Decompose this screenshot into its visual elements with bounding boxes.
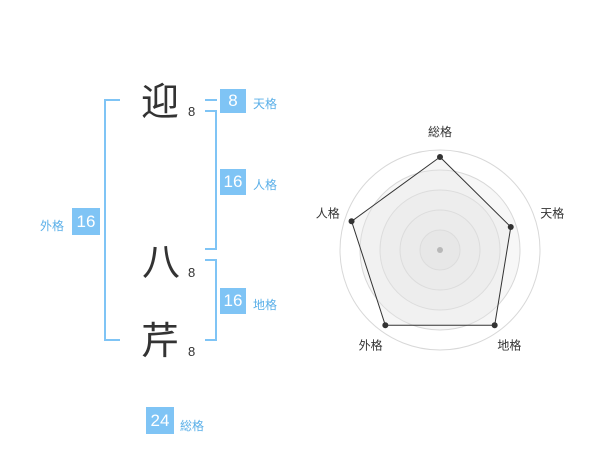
chikaku-bracket (205, 259, 217, 341)
radar-center (437, 247, 443, 253)
gaikaku-label: 外格 (40, 219, 65, 233)
tenkaku-bracket (205, 99, 217, 101)
radar-point (491, 322, 498, 329)
radar-point (382, 322, 389, 329)
jinkaku-value: 16 (220, 169, 246, 195)
name-char-2: 八 (142, 240, 181, 284)
chikaku-label: 地格 (253, 298, 278, 312)
radar-axis-label: 地格 (497, 337, 521, 352)
name-char-3: 芹 (141, 319, 180, 363)
soukaku-value: 24 (146, 407, 174, 434)
jinkaku-label: 人格 (253, 178, 278, 192)
name-char-1: 迎 (141, 80, 180, 124)
gaikaku-bracket (104, 99, 120, 341)
jinkaku-bracket (205, 110, 217, 250)
radar-point (348, 218, 355, 225)
tenkaku-label: 天格 (253, 97, 278, 111)
radar-shape (351, 156, 512, 326)
stroke-count-3: 8 (188, 344, 196, 359)
radar-point (507, 224, 514, 231)
radar-axis-label: 総格 (428, 124, 452, 139)
radar-axis-label: 人格 (316, 206, 340, 221)
stroke-count-2: 8 (188, 265, 196, 280)
chikaku-value: 16 (220, 288, 246, 314)
radar-axis-label: 外格 (359, 337, 383, 352)
radar-point (437, 154, 443, 160)
stroke-count-1: 8 (188, 104, 196, 119)
tenkaku-value: 8 (220, 89, 246, 113)
soukaku-label: 総格 (180, 419, 205, 433)
gaikaku-value: 16 (72, 208, 100, 235)
radar-axis-label: 天格 (540, 206, 564, 221)
